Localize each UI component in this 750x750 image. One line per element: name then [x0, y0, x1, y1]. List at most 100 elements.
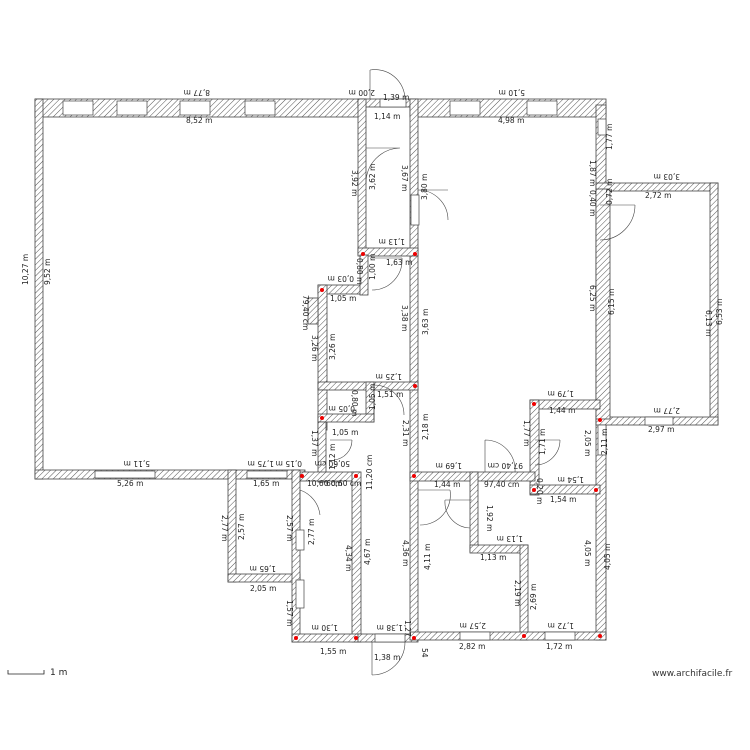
- dim-label: 79,40 cm: [301, 295, 310, 330]
- dim-label: 2,97 m: [648, 425, 674, 434]
- dim-label: 3,62 m: [368, 164, 377, 190]
- dim-label: 1,27: [403, 620, 412, 637]
- dim-label: 5,26 m: [117, 479, 143, 488]
- door-kitchen-inner: [444, 499, 472, 529]
- dim-label: 1,44 m: [549, 406, 575, 415]
- wall-center-right: [409, 98, 419, 640]
- dim-label: 97,40 cm: [484, 480, 519, 489]
- dim-label: 1,72 m: [548, 621, 574, 630]
- dim-label: 0,03 m: [328, 274, 354, 283]
- dim-label: 3,38 m: [400, 305, 409, 331]
- scale-bar-line: [7, 670, 45, 675]
- wall-closet-bottom: [357, 247, 419, 257]
- dim-label: 2,57 m: [460, 621, 486, 630]
- dim-label: 4,11 m: [423, 544, 432, 570]
- dim-label: 5,10 m: [499, 88, 525, 97]
- dim-label: 0,15 m: [276, 459, 302, 468]
- wall-right-inner: [595, 188, 611, 420]
- dim-label: 1,05 m: [368, 384, 377, 410]
- dim-label: 2,00 m: [349, 88, 375, 97]
- window-1: [62, 100, 94, 116]
- junction-marker: [320, 416, 324, 420]
- dim-label: 1,05 m: [332, 428, 358, 437]
- junction-marker: [354, 474, 358, 478]
- dim-label: 6,15 m: [607, 289, 616, 315]
- dim-label: 1,55 m: [320, 647, 346, 656]
- dim-label: 1,14 m: [374, 112, 400, 121]
- dim-label: 0,40 m: [588, 190, 597, 216]
- door-closet-1: [365, 147, 401, 184]
- window-13: [544, 631, 576, 641]
- door-right-wing: [599, 204, 636, 241]
- wall-wc-bottom: [227, 573, 301, 583]
- wall-mid-bottom: [317, 413, 375, 423]
- door-mid: [373, 384, 405, 420]
- dim-label: 6,25 m: [588, 285, 597, 311]
- scale-bar: 1 m: [7, 668, 67, 678]
- dim-label: 1,57 m: [285, 600, 294, 626]
- dim-label: 2,05 m: [583, 430, 592, 456]
- window-16: [295, 579, 305, 609]
- wall-top-right: [409, 98, 607, 118]
- dim-label: 54: [420, 648, 429, 658]
- dim-label: 1,87 m: [588, 160, 597, 186]
- windows: [62, 98, 674, 643]
- door-kitchen-top: [484, 439, 516, 473]
- dim-label: 1,05 m: [330, 294, 356, 303]
- wall-kitchen-inner-v: [469, 471, 479, 553]
- dim-label: 3,26 m: [310, 335, 319, 361]
- dim-label: 11,20 cm: [365, 455, 374, 490]
- dim-label: 8,77 m: [184, 88, 210, 97]
- dim-label: 2,69 m: [529, 584, 538, 610]
- window-2: [116, 100, 148, 116]
- wall-left: [34, 98, 44, 480]
- dimension-labels: 8,77 m 8,52 m 10,27 m 9,52 m 5,10 m 4,98…: [21, 88, 724, 662]
- door-wc: [299, 489, 321, 520]
- door-store: [534, 439, 561, 466]
- dim-label: 1,00 m: [368, 254, 377, 280]
- dim-label: 4,98 m: [498, 116, 524, 125]
- junction-marker: [532, 488, 536, 492]
- window-8: [246, 470, 288, 479]
- dim-label: 0,72 m: [605, 179, 614, 205]
- dim-label: 9,52 m: [43, 259, 52, 285]
- window-15: [295, 529, 305, 551]
- junction-marker: [361, 252, 365, 256]
- window-6: [526, 100, 558, 116]
- dim-label: 0,80 m: [355, 258, 364, 284]
- dim-label: 1,38 m: [374, 653, 400, 662]
- window-17: [374, 633, 406, 643]
- dim-label: 1,13 m: [379, 237, 405, 246]
- dim-label: 3,92 m: [350, 170, 359, 196]
- dim-label: 2,77 m: [654, 406, 680, 415]
- dim-label: 1,13 m: [480, 553, 506, 562]
- dim-label: 1,44 m: [434, 480, 460, 489]
- window-3: [179, 100, 211, 116]
- dim-label: 4,36 m: [401, 540, 410, 566]
- junction-marker: [412, 474, 416, 478]
- junction-marker: [294, 636, 298, 640]
- dim-label: 3,67 m: [400, 165, 409, 191]
- dim-label: 97,40 cm: [488, 461, 523, 470]
- dim-label: 1,13 m: [497, 534, 523, 543]
- dim-label: 50,60 cm: [315, 459, 350, 468]
- scale-label: 1 m: [50, 668, 67, 678]
- dim-label: 1,77 m: [605, 124, 614, 150]
- wall-kitchen-inner-h: [469, 544, 529, 554]
- dim-label: 1,12 m: [328, 444, 337, 470]
- wall-hall-left: [317, 421, 327, 483]
- dim-label: 0,80 m: [350, 390, 359, 416]
- dim-label: 1,54 m: [550, 495, 576, 504]
- dim-label: 2,77 m: [307, 519, 316, 545]
- junction-marker: [413, 384, 417, 388]
- junction-marker: [522, 634, 526, 638]
- junction-marker: [300, 474, 304, 478]
- dim-label: 1,38 m: [377, 623, 403, 632]
- dim-label: 1,51 m: [377, 390, 403, 399]
- dim-label: 2,77 m: [220, 515, 229, 541]
- window-18: [379, 98, 407, 108]
- door-bottom-corridor: [371, 641, 406, 676]
- dim-label: 1,37 m: [310, 430, 319, 456]
- dim-label: 4,05 m: [603, 544, 612, 570]
- junction-marker: [354, 636, 358, 640]
